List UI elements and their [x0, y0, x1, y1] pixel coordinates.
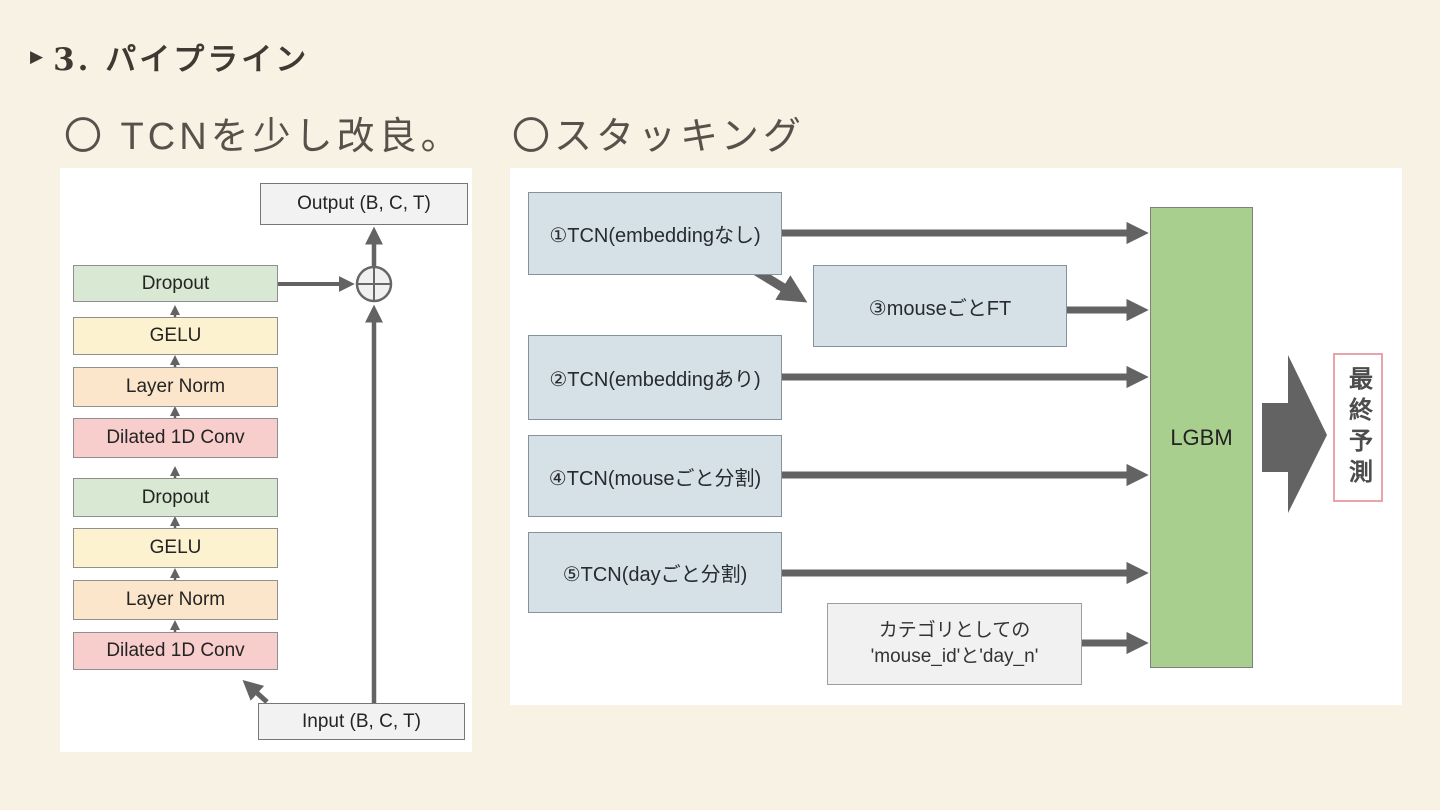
- triangle-bullet-icon: ▶: [30, 47, 44, 66]
- model-box-1-tcn-no-embedding: ①TCN(embeddingなし): [528, 192, 782, 275]
- section-heading-stacking: 〇スタッキング: [512, 116, 805, 158]
- lgbm-box: LGBM: [1150, 207, 1253, 668]
- tcn-layer-dropout-2: Dropout: [73, 478, 278, 517]
- tcn-layer-norm-2: Layer Norm: [73, 580, 278, 620]
- model-box-4-tcn-mouse-split: ④TCN(mouseごと分割): [528, 435, 782, 517]
- tcn-layer-dropout-1: Dropout: [73, 265, 278, 302]
- model-box-3-mouse-finetune: ③mouseごとFT: [813, 265, 1067, 347]
- slide-header: ▶ 3. パイプライン: [30, 34, 309, 79]
- lgbm-label: LGBM: [1170, 425, 1233, 450]
- model-box-5-tcn-day-split: ⑤TCN(dayごと分割): [528, 532, 782, 613]
- categorical-features-box: カテゴリとしての 'mouse_id'と'day_n': [827, 603, 1082, 685]
- stacking-diagram-panel: ①TCN(embeddingなし) ③mouseごとFT ②TCN(embedd…: [510, 168, 1402, 705]
- tcn-output-box: Output (B, C, T): [260, 183, 468, 225]
- input-to-conv-arrow: [242, 679, 269, 704]
- model-box-2-tcn-with-embedding: ②TCN(embeddingあり): [528, 335, 782, 420]
- tcn-input-box: Input (B, C, T): [258, 703, 465, 740]
- categorical-note-line2: 'mouse_id'と'day_n': [870, 646, 1039, 667]
- tcn-layer-gelu-1: GELU: [73, 317, 278, 355]
- arrow-model1-to-finetune: [753, 267, 808, 303]
- tcn-layer-conv-1: Dilated 1D Conv: [73, 418, 278, 458]
- tcn-layer-norm-1: Layer Norm: [73, 367, 278, 407]
- arrow-lgbm-to-final: [1262, 355, 1327, 513]
- section-heading-tcn: 〇 TCNを少し改良。: [64, 116, 463, 158]
- residual-add-icon: [355, 265, 393, 303]
- tcn-layer-conv-2: Dilated 1D Conv: [73, 632, 278, 670]
- page-title: 3. パイプライン: [53, 42, 310, 78]
- final-prediction-box: 最終予測: [1333, 353, 1383, 502]
- tcn-layer-gelu-2: GELU: [73, 528, 278, 568]
- tcn-diagram-panel: Output (B, C, T) Dropout GELU Layer Norm…: [60, 168, 472, 752]
- categorical-note-line1: カテゴリとしての: [878, 620, 1031, 642]
